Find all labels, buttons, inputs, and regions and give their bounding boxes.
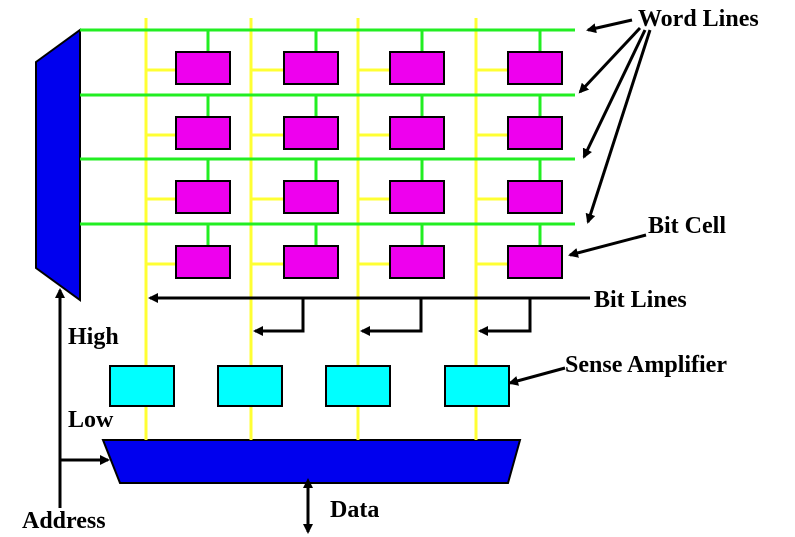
word-lines-label: Word Lines [638,6,759,32]
bit-cell [507,180,563,214]
bit-cell [389,245,445,279]
bit-cell [283,245,339,279]
address-label: Address [22,508,106,534]
high-label: High [68,324,119,350]
bit-line-branch-arrow [478,298,532,336]
bit-cell [175,245,231,279]
sense-amplifier-row [109,365,510,407]
bit-cell-label: Bit Cell [648,213,726,239]
bit-cell-arrow [568,233,647,258]
bit-cell [283,51,339,85]
sense-amplifier [109,365,175,407]
bit-cell [283,180,339,214]
word-line-pointer-arrow [585,29,652,224]
bit-cell-array [146,30,563,279]
bit-cell [283,116,339,150]
sense-amplifier [325,365,391,407]
bit-cell [389,180,445,214]
bit-cell [507,245,563,279]
bit-cell [389,51,445,85]
bit-cell [175,51,231,85]
sense-amplifier-arrow [508,366,566,386]
bit-cell [507,116,563,150]
row-decoder [35,28,81,302]
bit-line-branch-arrow [253,298,305,336]
bit-cell [175,116,231,150]
word-line-pointer-arrow [586,18,633,34]
word-line-arrows [578,18,652,224]
sense-amplifier [444,365,510,407]
sense-amplifier [217,365,283,407]
low-label: Low [68,407,114,433]
word-line-pointer-arrow [578,26,642,94]
word-line-pointer-arrow [582,29,647,159]
bit-cell [507,51,563,85]
bit-cell [175,180,231,214]
sense-amplifier-label: Sense Amplifier [565,352,727,378]
bit-line-branch-arrow [360,298,423,336]
bit-line-arrows [148,293,590,336]
bit-cell [389,116,445,150]
bit-lines-label: Bit Lines [594,287,687,313]
word-lines-group [80,28,575,226]
column-decoder [101,439,522,484]
data-label: Data [330,497,379,523]
